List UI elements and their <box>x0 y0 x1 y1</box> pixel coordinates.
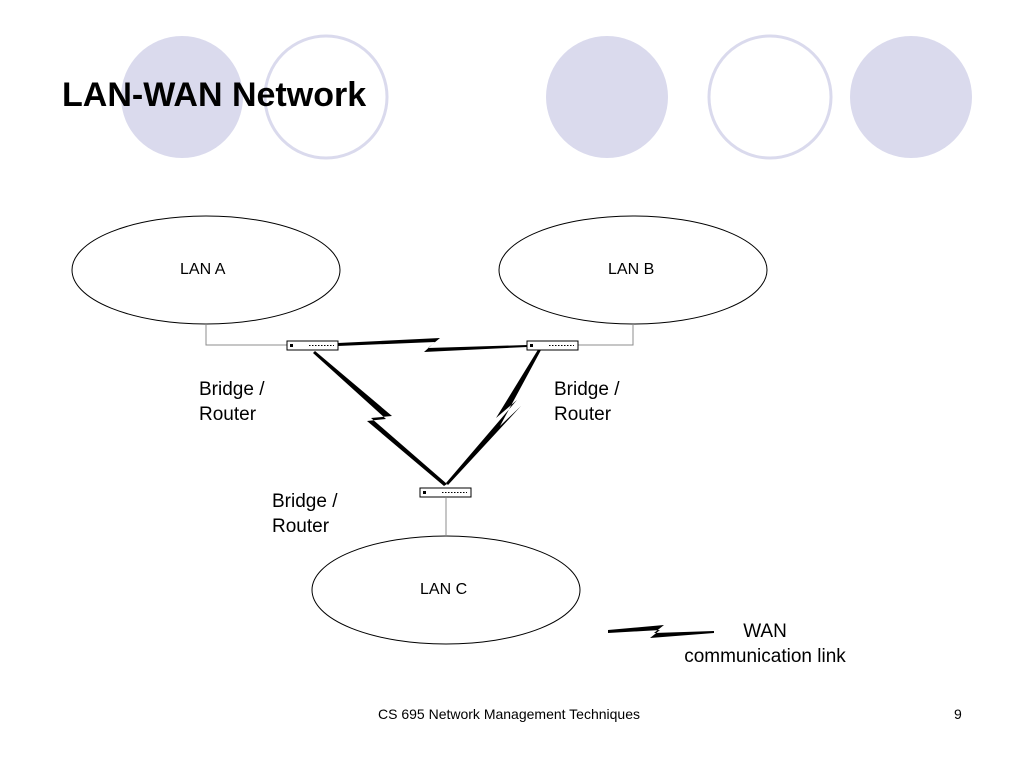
device-b-label-line1: Bridge / <box>554 379 620 400</box>
wan-link-a-c <box>313 351 447 486</box>
lan-a-label: LAN A <box>180 261 226 278</box>
router-device-a <box>286 340 339 351</box>
decor-circle-filled <box>850 36 972 158</box>
legend-text: WAN communication link <box>672 619 858 669</box>
device-a-label-line1: Bridge / <box>199 379 265 400</box>
legend-wan-symbol <box>608 625 714 638</box>
lan-c-label: LAN C <box>420 581 468 598</box>
decor-circle-outline <box>263 34 389 160</box>
router-device-c <box>419 487 472 498</box>
lan-b-connector <box>578 324 634 346</box>
wan-link-b-c <box>446 348 541 485</box>
device-a-label: Bridge / Router <box>199 377 264 427</box>
device-b-label-line2: Router <box>554 404 612 425</box>
lan-b-label: LAN B <box>608 261 655 278</box>
device-a-label-line2: Router <box>199 404 257 425</box>
decor-circle-filled <box>121 36 243 158</box>
footer-course-title: CS 695 Network Management Techniques <box>378 706 641 722</box>
page-number: 9 <box>954 706 962 722</box>
device-b-label: Bridge / Router <box>554 377 619 427</box>
lan-a-connector <box>205 324 287 346</box>
decor-circle-outline <box>707 34 833 160</box>
device-c-label-line1: Bridge / <box>272 491 338 512</box>
legend-line1: WAN <box>743 621 787 642</box>
router-device-b <box>526 340 579 351</box>
decor-circle-filled <box>546 36 668 158</box>
slide-title: LAN-WAN Network <box>62 76 367 114</box>
wan-link-a-b <box>338 338 527 352</box>
device-c-label: Bridge / Router <box>272 489 337 539</box>
device-c-label-line2: Router <box>272 516 330 537</box>
legend-line2: communication link <box>684 646 846 667</box>
